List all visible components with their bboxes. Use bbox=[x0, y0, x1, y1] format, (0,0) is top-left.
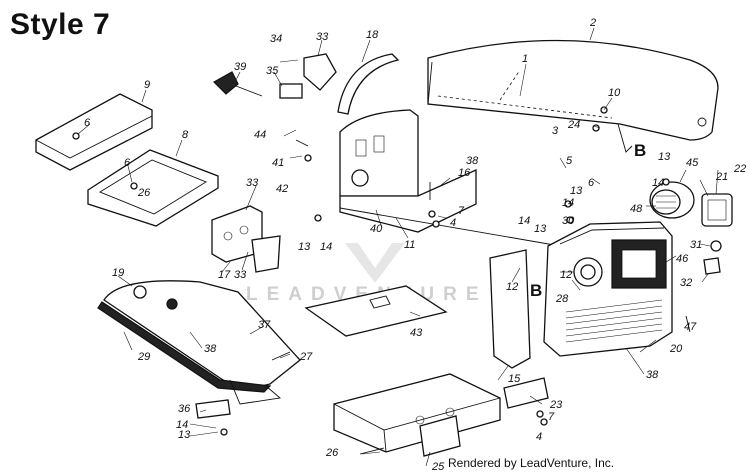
callout-12: 12 bbox=[506, 281, 518, 293]
callout-6: 6 bbox=[588, 177, 595, 189]
ignition-switch-part bbox=[279, 83, 303, 99]
diagram-title: Style 7 bbox=[10, 8, 111, 41]
callout-14: 14 bbox=[320, 241, 332, 253]
callout-20: 20 bbox=[669, 343, 683, 355]
callout-7: 7 bbox=[458, 205, 465, 217]
callout-27: 27 bbox=[299, 351, 313, 363]
callout-37: 37 bbox=[258, 319, 271, 331]
callout-38: 38 bbox=[646, 369, 659, 381]
callout-12: 12 bbox=[560, 269, 572, 281]
callout-b: B bbox=[634, 141, 646, 160]
grille-housing-part bbox=[543, 221, 673, 357]
callout-38: 38 bbox=[204, 343, 217, 355]
switch-bracket-part bbox=[211, 205, 281, 273]
callout-1: 1 bbox=[522, 53, 528, 65]
ignition-key-part bbox=[213, 71, 239, 95]
hood-seal-part bbox=[337, 53, 400, 115]
callout-23: 23 bbox=[549, 399, 563, 411]
callout-22: 22 bbox=[733, 163, 746, 175]
callout-48: 48 bbox=[630, 203, 643, 215]
callout-33: 33 bbox=[234, 269, 247, 281]
frame-part bbox=[333, 373, 501, 457]
callout-15: 15 bbox=[508, 373, 521, 385]
callout-14: 14 bbox=[518, 215, 530, 227]
hinge-part bbox=[195, 399, 231, 419]
battery-cover-part bbox=[35, 93, 153, 171]
callout-35: 35 bbox=[266, 65, 279, 77]
socket-part bbox=[703, 257, 721, 275]
callout-32: 32 bbox=[680, 277, 692, 289]
callout-4: 4 bbox=[450, 217, 456, 229]
callout-42: 42 bbox=[276, 183, 288, 195]
callout-13: 13 bbox=[298, 241, 311, 253]
callout-26: 26 bbox=[325, 447, 339, 459]
throttle-lever-part bbox=[303, 53, 337, 91]
callout-39: 39 bbox=[234, 61, 246, 73]
callout-29: 29 bbox=[137, 351, 150, 363]
callout-13: 13 bbox=[570, 185, 583, 197]
callout-34: 34 bbox=[270, 33, 282, 45]
callout-13: 13 bbox=[534, 223, 547, 235]
lens-frame-part bbox=[701, 193, 733, 227]
callout-19: 19 bbox=[112, 267, 124, 279]
callout-17: 17 bbox=[218, 269, 231, 281]
callout-43: 43 bbox=[410, 327, 423, 339]
callout-33: 33 bbox=[316, 31, 329, 43]
callout-11: 11 bbox=[404, 239, 415, 251]
callout-31: 31 bbox=[690, 239, 702, 251]
callout-47: 47 bbox=[684, 321, 697, 333]
callout-13: 13 bbox=[658, 151, 671, 163]
callout-8: 8 bbox=[182, 129, 189, 141]
callout-3: 3 bbox=[552, 125, 559, 137]
callout-30: 30 bbox=[562, 215, 575, 227]
callout-21: 21 bbox=[715, 171, 728, 183]
callout-36: 36 bbox=[178, 403, 191, 415]
callout-41: 41 bbox=[272, 157, 284, 169]
footer-credit: Rendered by LeadVenture, Inc. bbox=[448, 456, 615, 470]
headlight-part bbox=[649, 181, 695, 219]
callout-9: 9 bbox=[144, 79, 150, 91]
callout-24: 24 bbox=[567, 119, 580, 131]
callout-14: 14 bbox=[652, 177, 664, 189]
callout-6: 6 bbox=[124, 157, 131, 169]
callout-7: 7 bbox=[548, 411, 555, 423]
watermark-logo-icon bbox=[345, 243, 405, 283]
callout-10: 10 bbox=[608, 87, 621, 99]
callout-46: 46 bbox=[676, 253, 689, 265]
callout-38: 38 bbox=[466, 155, 479, 167]
battery-tray-part bbox=[87, 149, 219, 227]
callout-14: 14 bbox=[176, 419, 188, 431]
callout-25: 25 bbox=[431, 461, 445, 473]
callout-33: 33 bbox=[246, 177, 259, 189]
floor-plate-part bbox=[304, 285, 448, 337]
callout-16: 16 bbox=[458, 167, 471, 179]
callout-40: 40 bbox=[370, 223, 383, 235]
dash-tower-part bbox=[339, 109, 477, 233]
callout-13: 13 bbox=[178, 429, 191, 441]
callout-26: 26 bbox=[137, 187, 151, 199]
side-cover-part bbox=[97, 280, 301, 405]
leader-lines bbox=[77, 27, 719, 467]
fastener-hardware bbox=[72, 106, 691, 455]
callout-45: 45 bbox=[686, 157, 699, 169]
callout-5: 5 bbox=[566, 155, 573, 167]
callout-6: 6 bbox=[84, 117, 91, 129]
callout-b: B bbox=[530, 281, 542, 300]
hood-part bbox=[427, 39, 719, 153]
callout-18: 18 bbox=[366, 29, 379, 41]
callout-2: 2 bbox=[589, 17, 596, 29]
bulb-part bbox=[710, 240, 722, 252]
callout-28: 28 bbox=[555, 293, 569, 305]
callout-44: 44 bbox=[254, 129, 266, 141]
tie-rod-part bbox=[339, 207, 561, 247]
callout-4: 4 bbox=[536, 431, 542, 443]
callout-14: 14 bbox=[562, 197, 574, 209]
side-panel-part bbox=[489, 249, 531, 369]
